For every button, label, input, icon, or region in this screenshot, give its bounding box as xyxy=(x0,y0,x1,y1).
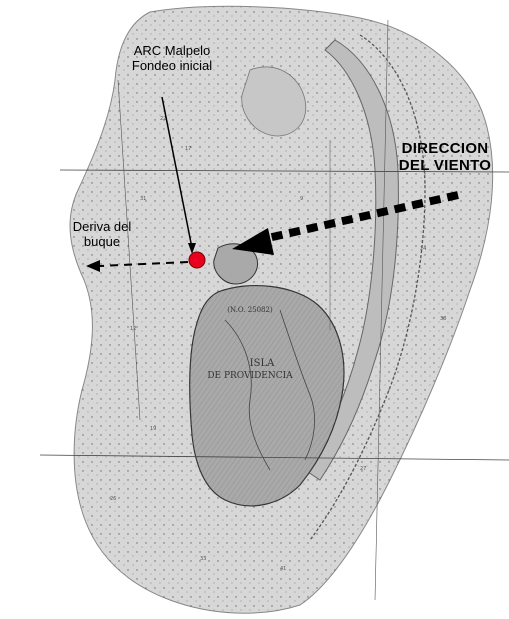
north-lagoon xyxy=(241,66,307,137)
drift-label-line2: buque xyxy=(83,233,121,249)
wind-arrow-line xyxy=(267,191,459,242)
chart-number: (N.O. 25082) xyxy=(227,306,273,314)
island-name-line2: DE PROVIDENCIA xyxy=(207,371,293,381)
anchor-label-line1: ARC Malpelo xyxy=(133,43,211,58)
grid-line-south xyxy=(39,454,509,461)
drift-label-line1: Deriva del xyxy=(72,219,132,234)
svg-text:27: 27 xyxy=(360,466,366,472)
drift-arrow-head xyxy=(86,260,100,272)
svg-text:22: 22 xyxy=(160,116,166,122)
grid-line-east xyxy=(374,19,389,601)
drift-arrow-line xyxy=(99,261,189,267)
soundings: 22 17 31 9 24 38 12 19 27 33 41 26 xyxy=(110,116,446,572)
island-name-line1: ISLA xyxy=(250,358,275,369)
svg-text:26: 26 xyxy=(110,496,116,502)
wind-arrow-head xyxy=(232,228,274,255)
island-ridge xyxy=(224,309,315,471)
anchor-label: ARC Malpelo Fondeo inicial xyxy=(92,43,252,74)
reef-band xyxy=(304,39,399,481)
island-relief xyxy=(189,285,344,506)
wind-label-line2: DEL VIENTO xyxy=(398,157,492,175)
drift-label: Deriva del buque xyxy=(52,219,152,250)
svg-text:9: 9 xyxy=(300,196,303,202)
svg-text:24: 24 xyxy=(420,246,426,252)
grid-line-north xyxy=(59,169,509,173)
svg-text:12: 12 xyxy=(130,326,136,332)
svg-text:19: 19 xyxy=(150,426,156,432)
svg-text:31: 31 xyxy=(140,196,146,202)
svg-text:33: 33 xyxy=(200,556,206,562)
wind-label: DIRECCION DEL VIENTO xyxy=(382,140,508,175)
svg-text:17: 17 xyxy=(185,146,191,152)
anchor-label-line2: Fondeo inicial xyxy=(131,57,213,73)
svg-text:38: 38 xyxy=(440,316,446,322)
grid-line-west xyxy=(117,79,141,421)
reef-outer-line xyxy=(309,34,426,541)
anchor-point-marker xyxy=(188,251,206,269)
anchor-pointer-line xyxy=(161,96,193,249)
svg-text:41: 41 xyxy=(280,566,286,572)
anchor-pointer-arrowhead xyxy=(188,243,196,254)
wind-label-line1: DIRECCION xyxy=(401,140,489,157)
